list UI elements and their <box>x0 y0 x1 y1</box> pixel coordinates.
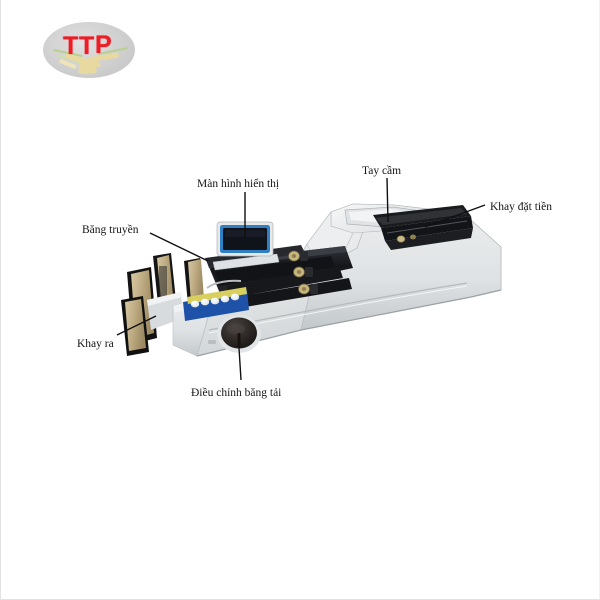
callout-label-conveyor-belt: Băng truyền <box>82 224 139 236</box>
leader-conveyor-belt <box>149 232 209 262</box>
belt-adjustment-knob[interactable] <box>217 315 261 353</box>
callout-label-handle: Tay cầm <box>362 165 402 177</box>
belt-roller-icon <box>293 266 313 278</box>
callout-label-money-tray: Khay đặt tiền <box>490 201 552 213</box>
leader-belt-adjust <box>238 347 242 381</box>
logo-letter-t2: T <box>79 32 94 60</box>
panel-buttons[interactable] <box>190 293 240 308</box>
display-screen <box>212 221 280 271</box>
money-tray <box>373 205 473 250</box>
logo-letter-t1: T <box>63 32 78 60</box>
leader-output-tray <box>116 315 157 336</box>
belt-roller-icon <box>298 283 318 295</box>
callout-label-output-tray: Khay ra <box>77 338 114 350</box>
callout-label-belt-adjust: Điều chỉnh băng tải <box>191 387 282 399</box>
output-tray-group <box>121 253 204 356</box>
leader-handle <box>386 177 389 223</box>
ttp-logo: T T P <box>43 22 135 78</box>
output-tray-lip <box>121 296 149 356</box>
callout-label-display: Màn hình hiển thị <box>197 178 280 190</box>
leader-money-tray <box>424 204 486 228</box>
output-tray-plate-back <box>184 258 204 305</box>
control-panel <box>183 287 249 321</box>
logo-letter-p: P <box>95 31 112 59</box>
belt-roller-icon <box>288 250 308 262</box>
front-vent-detail <box>208 340 216 344</box>
